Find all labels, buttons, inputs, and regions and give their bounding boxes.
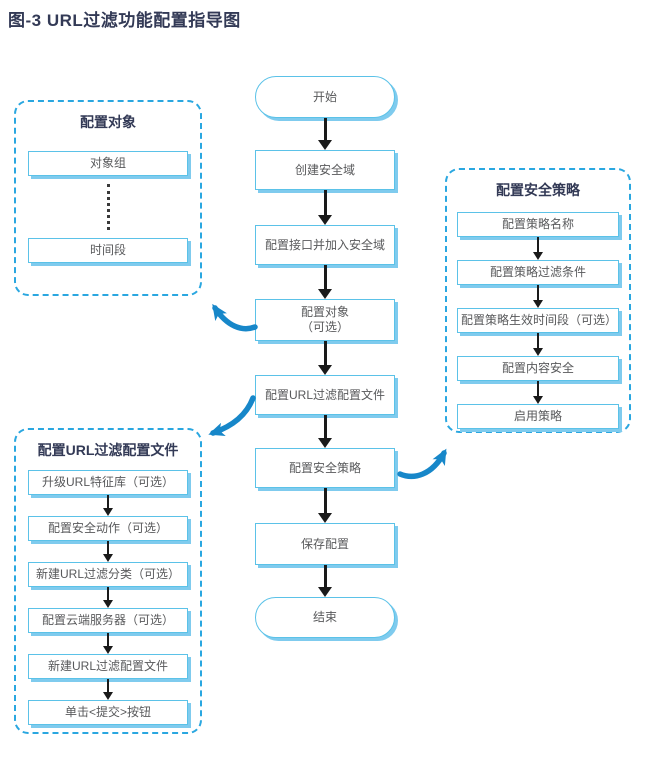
panel-item-time-range: 时间段 — [28, 238, 188, 263]
down-arrow-icon — [533, 381, 543, 404]
down-arrow-icon — [533, 333, 543, 356]
flow-node-create-zone: 创建安全域 — [255, 150, 395, 190]
down-arrow-icon — [318, 415, 332, 448]
down-arrow-icon — [318, 118, 332, 150]
panel-item-security-action: 配置安全动作（可选） — [28, 516, 188, 541]
panel-item-content-security: 配置内容安全 — [457, 356, 619, 381]
down-arrow-icon — [103, 633, 113, 654]
panel-item-label: 启用策略 — [513, 409, 562, 423]
down-arrow-icon — [103, 587, 113, 608]
flow-node-label: 创建安全域 — [294, 162, 355, 177]
flow-node-label: 配置接口并加入安全域 — [264, 237, 385, 252]
down-arrow-icon — [318, 341, 332, 375]
down-arrow-icon — [533, 285, 543, 308]
panel-item-label: 配置策略过滤条件 — [489, 265, 586, 279]
panel-item-label: 配置策略名称 — [501, 217, 574, 231]
flow-node-label: 配置安全策略 — [288, 460, 361, 475]
panel-item-label: 对象组 — [89, 156, 126, 170]
panel-item-label: 时间段 — [89, 243, 126, 257]
down-arrow-icon — [103, 541, 113, 562]
curved-arrow-to-url-profile-panel-icon — [208, 395, 256, 436]
figure-title: 图-3 URL过滤功能配置指导图 — [8, 11, 241, 30]
flow-node-config-url-profile: 配置URL过滤配置文件 — [255, 375, 395, 415]
flow-node-config-object: 配置对象 （可选） — [255, 299, 395, 341]
flow-node-label: 配置对象 — [300, 305, 349, 319]
panel-item-label: 配置内容安全 — [501, 361, 574, 375]
panel-item-enable-policy: 启用策略 — [457, 404, 619, 429]
panel-config-object: 配置对象 对象组 时间段 — [14, 100, 202, 296]
panel-item-label: 升级URL特征库（可选） — [41, 475, 174, 489]
panel-item-object-group: 对象组 — [28, 151, 188, 176]
down-arrow-icon — [533, 237, 543, 260]
panel-item-policy-filter-criteria: 配置策略过滤条件 — [457, 260, 619, 285]
flow-node-label: 保存配置 — [300, 536, 349, 551]
panel-url-filter-profile: 配置URL过滤配置文件 升级URL特征库（可选） 配置安全动作（可选） 新建UR… — [14, 428, 202, 734]
flow-node-config-policy: 配置安全策略 — [255, 448, 395, 488]
panel-title: 配置URL过滤配置文件 — [37, 442, 179, 458]
panel-item-label: 配置安全动作（可选） — [47, 521, 168, 535]
down-arrow-icon — [318, 265, 332, 299]
flow-node-end: 结束 — [255, 597, 395, 638]
flow-node-label: 配置URL过滤配置文件 — [264, 387, 385, 402]
panel-item-upgrade-signature: 升级URL特征库（可选） — [28, 470, 188, 495]
down-arrow-icon — [318, 488, 332, 523]
panel-item-policy-name: 配置策略名称 — [457, 212, 619, 237]
down-arrow-icon — [318, 190, 332, 225]
panel-item-label: 新建URL过滤分类（可选） — [35, 567, 180, 581]
flow-node-config-interface: 配置接口并加入安全域 — [255, 225, 395, 265]
flow-node-start: 开始 — [255, 76, 395, 118]
curved-arrow-to-policy-panel-icon — [397, 448, 447, 480]
flow-node-sublabel: （可选） — [300, 320, 349, 334]
vertical-ellipsis-icon — [106, 184, 110, 230]
main-flow-column: 开始 创建安全域 配置接口并加入安全域 配置对象 （可选） 配置URL过滤配置文… — [255, 76, 395, 638]
panel-item-label: 新建URL过滤配置文件 — [47, 659, 168, 673]
panel-item-new-url-category: 新建URL过滤分类（可选） — [28, 562, 188, 587]
panel-title: 配置安全策略 — [496, 182, 580, 198]
down-arrow-icon — [318, 565, 332, 597]
panel-item-new-url-profile: 新建URL过滤配置文件 — [28, 654, 188, 679]
curved-arrow-to-object-panel-icon — [212, 303, 258, 332]
panel-item-policy-time-range: 配置策略生效时间段（可选） — [457, 308, 619, 333]
flow-node-save-config: 保存配置 — [255, 523, 395, 565]
panel-item-cloud-server: 配置云端服务器（可选） — [28, 608, 188, 633]
panel-title: 配置对象 — [80, 114, 136, 130]
panel-security-policy: 配置安全策略 配置策略名称 配置策略过滤条件 配置策略生效时间段（可选） 配置内… — [445, 168, 631, 433]
panel-item-label: 配置策略生效时间段（可选） — [461, 313, 618, 327]
panel-item-click-submit: 单击<提交>按钮 — [28, 700, 188, 725]
down-arrow-icon — [103, 679, 113, 700]
flow-node-label: 结束 — [312, 610, 337, 624]
flow-node-label: 开始 — [312, 89, 337, 104]
down-arrow-icon — [103, 495, 113, 516]
panel-item-label: 配置云端服务器（可选） — [41, 613, 174, 627]
panel-item-label: 单击<提交>按钮 — [64, 705, 152, 719]
